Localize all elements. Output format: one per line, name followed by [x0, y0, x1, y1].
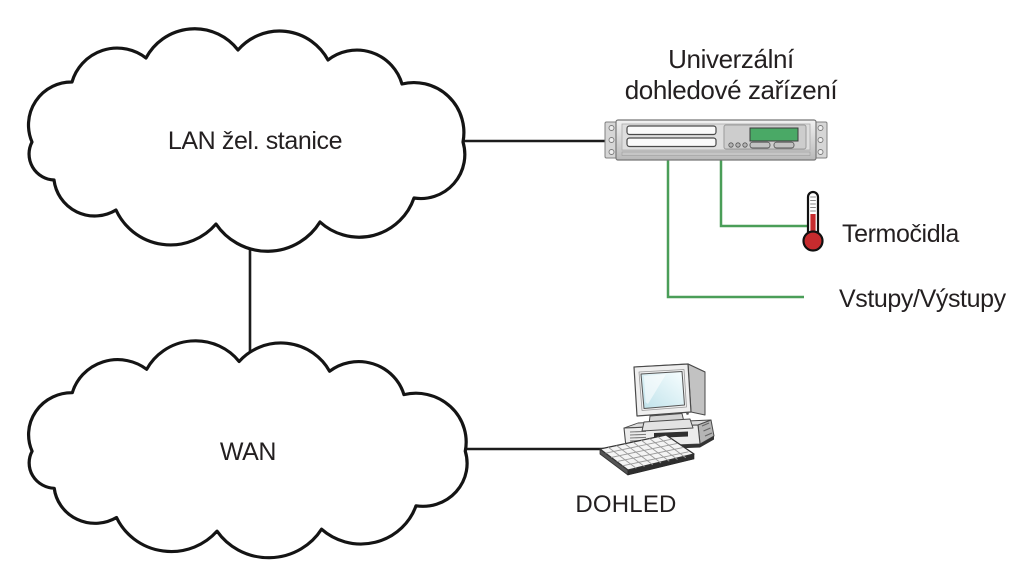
monitor-inner-bezel: [638, 369, 687, 411]
thermometer-bulb: [802, 230, 824, 252]
server-drive-bay-2: [626, 137, 717, 148]
device-title: Univerzální dohledové zařízení: [600, 44, 862, 106]
io-label: Vstupy/Výstupy: [839, 285, 1006, 313]
lan-cloud-label: LAN žel. stanice: [167, 127, 343, 155]
pc-case-side-vents: [701, 422, 713, 437]
monitor-base: [641, 418, 694, 432]
monitor-screen-glare: [644, 374, 666, 404]
link-device-to-thermometer: [719, 158, 809, 228]
desktop-computer-icon: [599, 363, 715, 476]
server-lcd-display: [749, 127, 799, 142]
device-title-line1: Univerzální: [668, 44, 794, 74]
thermometer-liquid: [810, 214, 816, 240]
thermometer-icon: [802, 190, 824, 252]
monitor-power-button: [686, 412, 689, 415]
wan-cloud-label: WAN: [219, 438, 277, 466]
link-device-to-io: [666, 158, 804, 299]
keyboard-keys: [605, 436, 689, 469]
device-title-line2: dohledové zařízení: [624, 75, 838, 105]
server-drive-bay-1: [626, 125, 717, 136]
dohled-label: DOHLED: [575, 491, 677, 518]
thermometer-ticks: [810, 196, 816, 212]
server-buttons: [728, 141, 795, 149]
rack-server-icon: [604, 119, 828, 161]
rack-screws: [608, 125, 824, 155]
server-bottom-groove: [621, 151, 811, 156]
connector-lines: [248, 139, 809, 451]
thermometer-label: Termočidla: [842, 220, 959, 248]
